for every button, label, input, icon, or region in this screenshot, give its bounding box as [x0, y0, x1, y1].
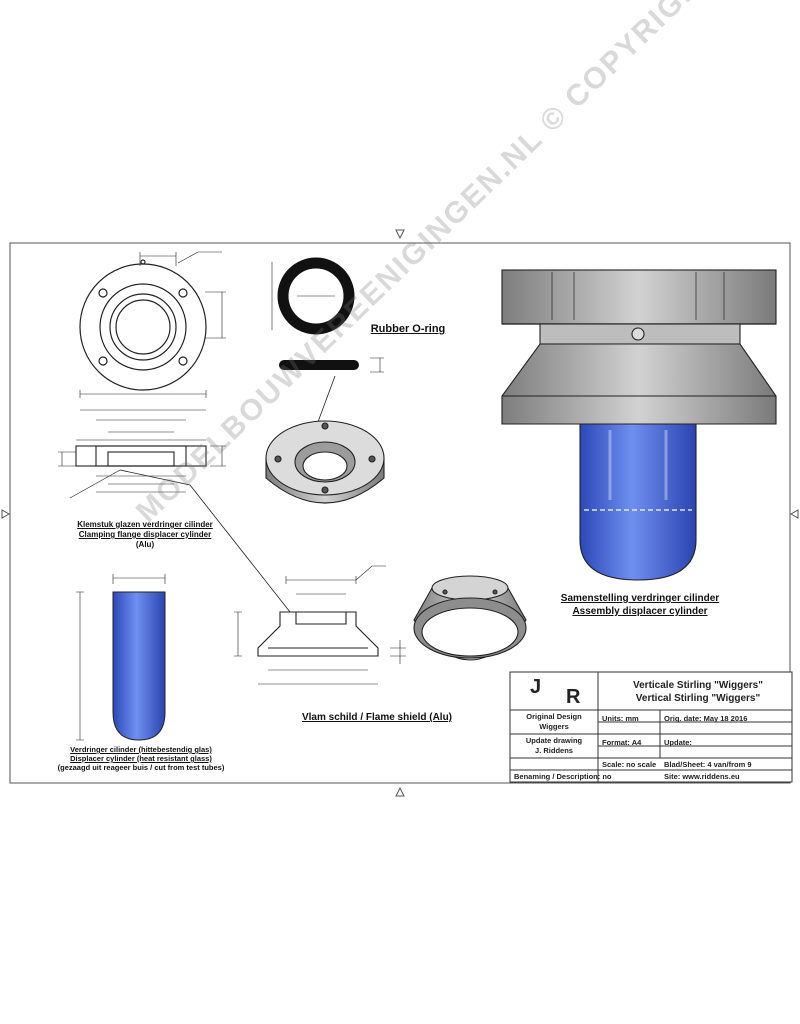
units-cell: Units: mm [602, 714, 639, 723]
displacer-caption-nl: Verdringer cilinder (hittebestendig glas… [70, 745, 212, 754]
assembly-caption-nl: Samenstelling verdringer cilinder [560, 593, 720, 604]
clamp-caption-en: Clamping flange displacer cylinder [78, 530, 212, 539]
clamp-flange-top-view [79, 251, 226, 398]
orig-date-cell: Orig. date: May 18 2016 [664, 714, 748, 723]
title-block: J R Verticale Stirling "Wiggers" Vertica… [510, 672, 792, 782]
clamp-caption-nl: Klemstuk glazen verdringer cilinder [77, 520, 213, 529]
assembly-caption: Samenstelling verdringer cilinder Assemb… [535, 592, 745, 618]
assembly-caption-en: Assembly displacer cylinder [572, 606, 708, 617]
rubber-oring-caption: Rubber O-ring [370, 323, 446, 335]
sheet-cell: Blad/Sheet: 4 van/from 9 [664, 760, 752, 769]
flame-shield-section-view [234, 565, 406, 685]
flame-shield-3d-view [413, 575, 527, 661]
clamp-caption-material: (Alu) [135, 540, 155, 549]
rubber-oring-views [271, 257, 384, 431]
scale-cell: Scale: no scale [602, 760, 657, 769]
flame-shield-caption: Vlam schild / Flame shield (Alu) [301, 712, 453, 723]
centering-marks [1, 229, 799, 797]
description-cell: Benaming / Description: no [514, 772, 612, 781]
sheet-frame [9, 242, 791, 784]
original-design-label: Original Design [526, 712, 582, 721]
clamp-flange-caption: Klemstuk glazen verdringer cilinder Clam… [40, 520, 250, 550]
displacer-cylinder-view [76, 574, 166, 741]
clamp-flange-section-view [58, 409, 226, 499]
leader-line [119, 469, 291, 613]
title-block-frame [509, 671, 793, 783]
update-drawing-value: J. Riddens [535, 746, 573, 755]
displacer-caption-en: Displacer cylinder (heat resistant glass… [70, 754, 212, 763]
displacer-caption-note: (gezaagd uit reageer buis / cut from tes… [57, 763, 225, 772]
update-drawing-label: Update drawing [525, 736, 583, 745]
format-cell: Format: A4 [602, 738, 642, 747]
original-design-value: Wiggers [539, 722, 569, 731]
drawing-title-nl: Verticale Stirling "Wiggers" [633, 680, 763, 691]
clamp-flange-3d-view [265, 420, 385, 504]
website-cell: Site: www.riddens.eu [664, 772, 740, 781]
logo-r: R [566, 686, 581, 708]
displacer-caption: Verdringer cilinder (hittebestendig glas… [16, 745, 266, 772]
logo-j: J [530, 676, 542, 698]
drawing-title-en: Vertical Stirling "Wiggers" [635, 693, 761, 704]
assembly-view [501, 269, 777, 581]
update-cell: Update: [664, 738, 692, 747]
